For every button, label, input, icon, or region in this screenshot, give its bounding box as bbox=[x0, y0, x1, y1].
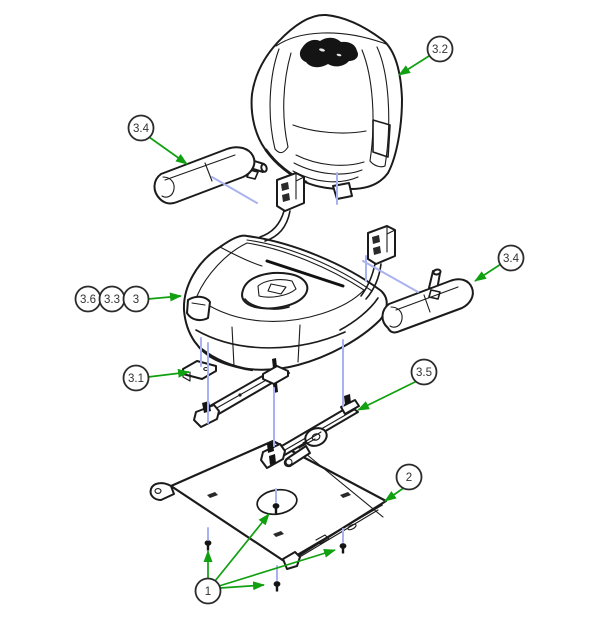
bolt bbox=[273, 581, 281, 592]
leader-3-4-right bbox=[474, 263, 502, 282]
brand-logo bbox=[299, 37, 359, 68]
callout-balloon-3-6: 3.6 bbox=[74, 285, 102, 313]
cushion-side-pocket bbox=[187, 297, 210, 320]
callout-balloon-3-5: 3.5 bbox=[410, 358, 438, 386]
leader-3 bbox=[147, 292, 182, 302]
backrest bbox=[252, 15, 402, 199]
callout-label: 2 bbox=[406, 472, 412, 484]
leader-2 bbox=[384, 486, 406, 502]
seat-cushion bbox=[184, 236, 387, 393]
seat-rail-right bbox=[261, 394, 383, 517]
callout-balloon-2: 2 bbox=[395, 463, 423, 491]
bolt bbox=[339, 543, 347, 554]
mounting-bolts bbox=[204, 503, 347, 592]
leader-3-2 bbox=[398, 55, 430, 76]
armrest-left bbox=[154, 147, 267, 203]
callout-label: 3.6 bbox=[80, 294, 96, 306]
callout-balloon-3-1: 3.1 bbox=[122, 364, 150, 392]
leader-3-1 bbox=[147, 368, 190, 378]
hinge-bracket-left bbox=[260, 173, 304, 241]
leader-1b bbox=[214, 513, 270, 582]
callout-balloon-3: 3 bbox=[122, 285, 150, 313]
rail-adjuster-handle bbox=[285, 446, 310, 466]
callout-label: 3.5 bbox=[416, 367, 432, 379]
bolt bbox=[272, 503, 280, 514]
callout-balloon-3-3: 3.3 bbox=[98, 285, 126, 313]
armrest-right bbox=[382, 269, 472, 333]
leader-3-4-left bbox=[148, 136, 188, 165]
callout-label: 1 bbox=[205, 586, 211, 598]
cushion-handle-recess bbox=[242, 273, 307, 308]
bolt bbox=[204, 540, 212, 551]
callout-balloon-3-4-right: 3.4 bbox=[497, 244, 525, 272]
rail-release-rod bbox=[300, 449, 383, 517]
callout-label: 3 bbox=[133, 294, 139, 306]
cushion-mount-bracket bbox=[263, 366, 288, 384]
callout-balloons: 3.2 3.4 3.6 3.3 3 3.1 3.4 3.5 bbox=[74, 35, 525, 605]
callout-balloon-3-2: 3.2 bbox=[426, 35, 454, 63]
callout-label: 3.2 bbox=[432, 44, 448, 56]
leader-1d bbox=[218, 548, 336, 587]
plate-corner-hook bbox=[151, 483, 174, 500]
slide-bracket bbox=[183, 361, 216, 381]
hinge-bracket-right bbox=[361, 226, 395, 299]
alignment-lines bbox=[200, 172, 419, 581]
callout-balloon-3-4-left: 3.4 bbox=[127, 114, 155, 142]
callout-label: 3.1 bbox=[128, 373, 144, 385]
callout-label: 3.3 bbox=[104, 294, 120, 306]
leader-lines bbox=[147, 55, 502, 591]
leader-3-5 bbox=[357, 380, 418, 411]
leader-1c bbox=[219, 581, 265, 591]
callout-balloon-1: 1 bbox=[194, 577, 222, 605]
callout-label: 3.4 bbox=[503, 253, 520, 265]
callout-label: 3.4 bbox=[133, 123, 150, 135]
backrest-hinge-tab bbox=[333, 183, 352, 199]
